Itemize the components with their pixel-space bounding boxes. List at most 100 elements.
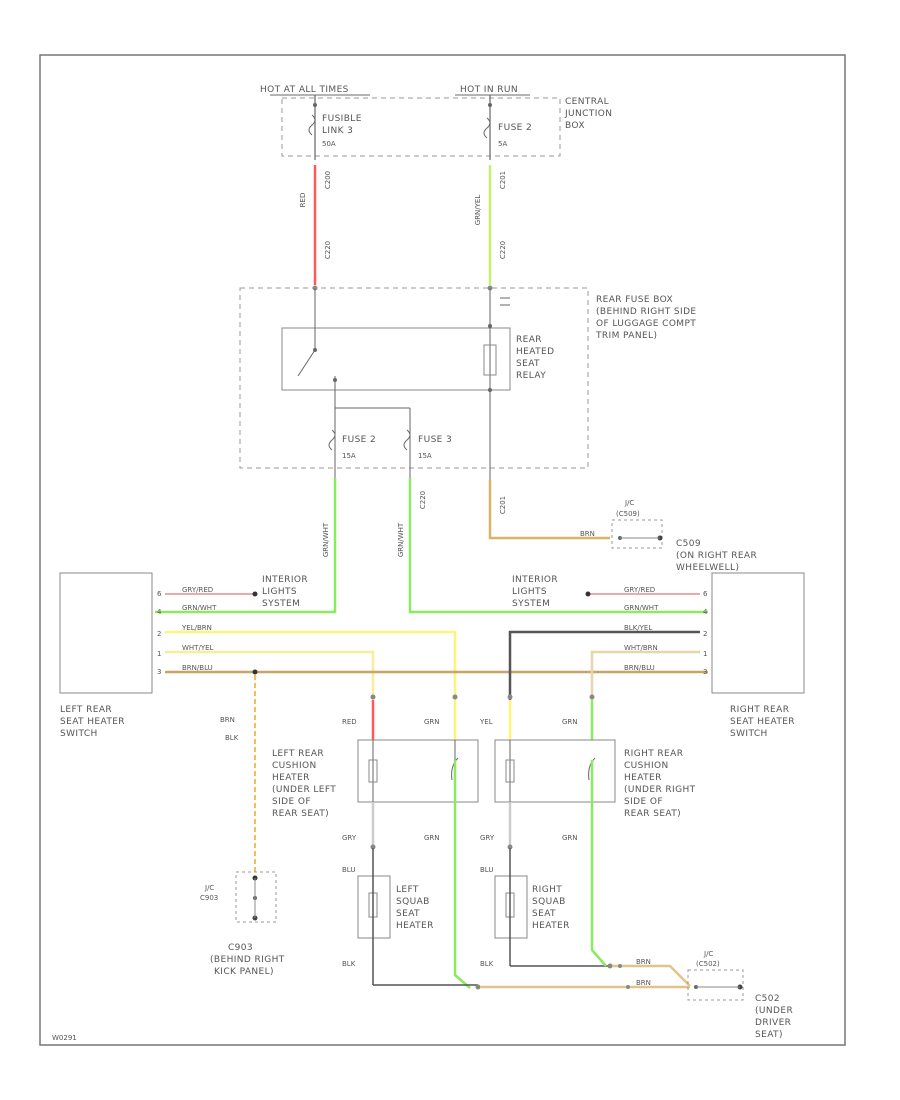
left-pin: 4 <box>157 608 162 616</box>
right-squab-label-3: SEAT <box>532 909 556 919</box>
left-interior-lights-3: SYSTEM <box>262 599 300 609</box>
jc-c502-sub: (C502) <box>696 960 720 968</box>
left-cushion-label-5: SIDE OF <box>272 797 311 807</box>
left-wire-label: WHT/YEL <box>182 644 214 652</box>
left-ground-label-2: (BEHIND RIGHT <box>210 955 285 965</box>
fusible-link-label-1: FUSIBLE <box>322 114 362 124</box>
right-pin: 3 <box>703 668 707 676</box>
left-cushion-label-6: REAR SEAT) <box>272 809 329 819</box>
fuse2-label: FUSE 2 <box>342 435 376 445</box>
diagram-border <box>39 54 846 1046</box>
relay-label-4: RELAY <box>516 371 546 381</box>
node-e <box>370 844 376 850</box>
jc-c502-label: J/C <box>703 950 713 958</box>
right-brn-ground-1 <box>612 964 691 987</box>
jc-right-upper-label: J/C <box>624 499 634 507</box>
brn-coil-conn: C201 <box>499 496 507 514</box>
left-wire-label: YEL/BRN <box>181 624 212 632</box>
right-squab-box <box>494 875 528 939</box>
right-switch-label-1: RIGHT REAR <box>730 705 789 715</box>
right-interior-node <box>585 591 591 597</box>
node-l <box>626 985 630 989</box>
left-cushion-label-4: (UNDER LEFT <box>272 785 336 795</box>
fuse2-amp: 15A <box>342 452 356 460</box>
grn-wht-right-label: GRN/WHT <box>397 522 405 557</box>
left-squab-label-3: SEAT <box>396 909 420 919</box>
right-ground-wire2: BRN <box>636 979 651 987</box>
right-wire-label: BRN/BLU <box>624 664 655 672</box>
right-ground-wire1: BRN <box>636 958 651 966</box>
left-pin: 1 <box>157 650 161 658</box>
left-pin: 3 <box>157 668 161 676</box>
right-interior-lights-2: LIGHTS <box>512 587 547 597</box>
left-cushion-label-3: HEATER <box>272 773 310 783</box>
left-top-conn-b: C220 <box>324 241 332 259</box>
brn-coil-ground-wire <box>488 480 610 540</box>
right-wire-label: GRY/RED <box>624 586 655 594</box>
right-interior-lights-3: SYSTEM <box>512 599 550 609</box>
right-ground-label-2: (UNDER <box>755 1006 793 1016</box>
brn-coil-label: BRN <box>580 530 595 538</box>
fusible-link-node <box>313 103 317 107</box>
right-pin: 4 <box>703 608 708 616</box>
left-top-conn-a: C200 <box>324 171 332 189</box>
left-ground-wire-2: BLK <box>225 734 239 742</box>
relay-label-3: SEAT <box>516 359 540 369</box>
left-ground-node <box>252 669 258 675</box>
left-squab-label-4: HEATER <box>396 921 434 931</box>
right-cushion-out-right: GRN <box>562 834 578 842</box>
left-cushion-in-left: RED <box>342 718 357 726</box>
left-pin: 6 <box>157 590 162 598</box>
fuse3-amp: 15A <box>418 452 432 460</box>
fuse3-label: FUSE 3 <box>418 435 452 445</box>
relay-contact <box>333 378 337 382</box>
right-blk-yel-wire <box>508 630 700 700</box>
left-squab-top: BLU <box>342 866 355 874</box>
left-cushion-in-right: GRN <box>424 718 440 726</box>
left-wire-label: GRN/WHT <box>182 604 217 612</box>
relay-switch-pivot <box>313 348 317 352</box>
left-pin: 2 <box>157 630 161 638</box>
right-wht-brn-wire <box>590 650 700 700</box>
fusible-link-amp: 50A <box>322 140 336 148</box>
rear-fuse-box-label-4: TRIM PANEL) <box>595 331 657 341</box>
left-switch-label-1: LEFT REAR <box>60 705 112 715</box>
jc-c502-box <box>687 969 744 1001</box>
left-cushion-heater-box <box>357 739 479 803</box>
rear-fuse-box-label-2: (BEHIND RIGHT SIDE <box>596 307 697 317</box>
node-g <box>507 694 513 700</box>
jc-c903-box <box>235 871 277 923</box>
left-wht-yel-wire <box>165 650 375 700</box>
left-cushion-label-2: CUSHION <box>272 761 317 771</box>
mid-right-conn: C220 <box>419 491 427 509</box>
diagram-code: W0291 <box>52 1034 77 1042</box>
right-top-wire-color: GRN/YEL <box>474 195 482 226</box>
right-pin: 2 <box>703 630 707 638</box>
node-i <box>507 844 513 850</box>
right-squab-label-1: RIGHT <box>532 885 562 895</box>
jc-right-upper-box <box>611 519 663 549</box>
right-squab-label-4: HEATER <box>532 921 570 931</box>
right-cushion-label-1: RIGHT REAR <box>624 749 683 759</box>
relay-label-1: REAR <box>516 335 542 345</box>
jc-right-upper-conn-2: (ON RIGHT REAR <box>676 551 757 561</box>
left-squab-label-1: LEFT <box>396 885 419 895</box>
right-cushion-in-right: GRN <box>562 718 578 726</box>
node-d <box>452 694 458 700</box>
relay-coil-node-top <box>488 324 492 328</box>
right-cushion-label-3: HEATER <box>624 773 662 783</box>
left-switch-label-3: SWITCH <box>60 729 98 739</box>
right-squab-bottom: BLK <box>480 960 494 968</box>
node-c <box>370 694 376 700</box>
jc-c903-label: J/C <box>204 884 214 892</box>
relay-coil <box>483 344 497 376</box>
right-switch-label-2: SEAT HEATER <box>730 717 795 727</box>
hot-at-all-times-label: HOT AT ALL TIMES <box>260 85 349 95</box>
cjb-label-3: BOX <box>565 121 585 131</box>
cjb-label-1: CENTRAL <box>565 97 609 107</box>
right-ground-label-4: SEAT) <box>755 1030 783 1040</box>
left-switch-label-2: SEAT HEATER <box>60 717 125 727</box>
left-cushion-label-1: LEFT REAR <box>272 749 324 759</box>
right-cushion-out-left: GRY <box>480 834 495 842</box>
hot-in-run-label: HOT IN RUN <box>460 85 518 95</box>
